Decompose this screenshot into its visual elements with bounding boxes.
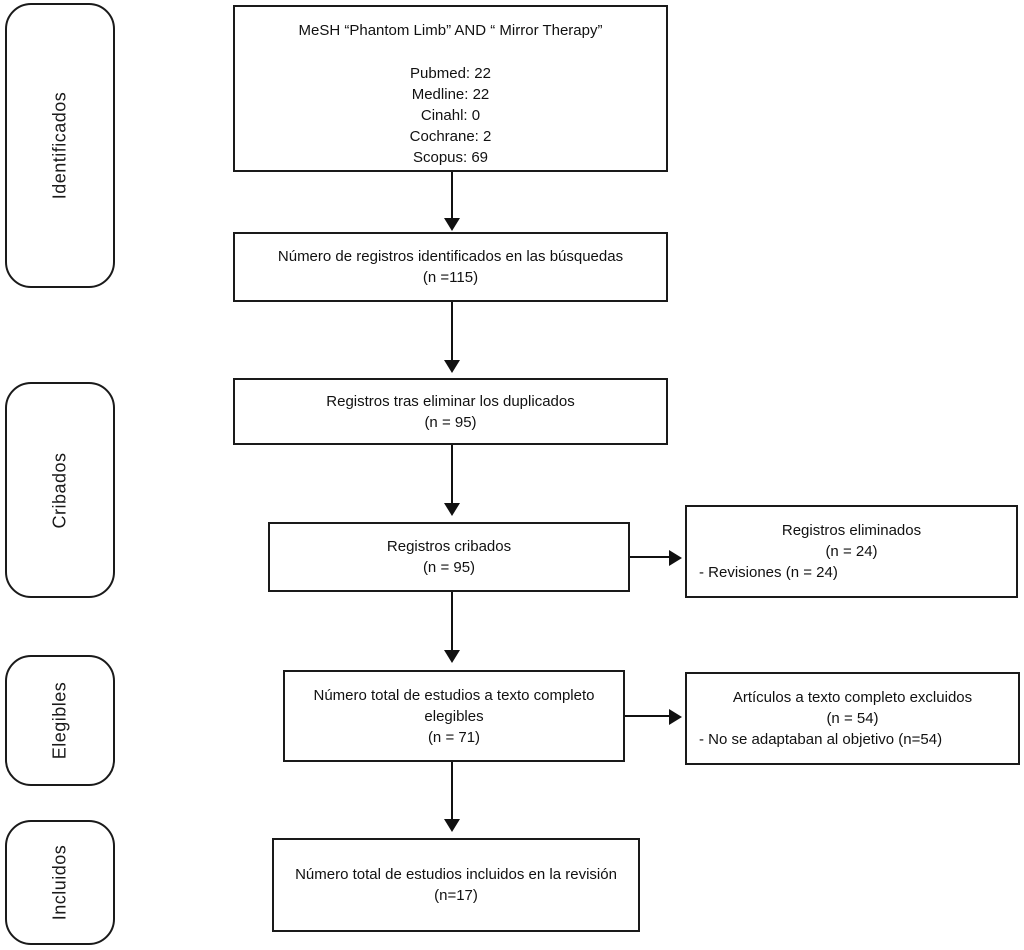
arrow-screened-to-excluded-line [630, 556, 669, 558]
source-pubmed: Pubmed: 22 [410, 65, 491, 82]
arrow-screened-to-excluded-head [669, 550, 682, 566]
arrow-search-to-identified-head [444, 218, 460, 231]
stage-cribados: Cribados [5, 382, 115, 598]
records-after-duplicates-box: Registros tras eliminar los duplicados (… [233, 378, 668, 445]
source-cochrane: Cochrane: 2 [409, 128, 492, 145]
fulltext-excluded-box: Artículos a texto completo excluidos (n … [685, 672, 1020, 765]
arrow-eligible-to-excluded-line [625, 715, 669, 717]
fulltext-excluded-reason: - No se adaptaban al objetivo (n=54) [699, 731, 943, 748]
fulltext-eligible-box: Número total de estudios a texto complet… [283, 670, 625, 762]
stage-elegibles: Elegibles [5, 655, 115, 786]
stage-identificados-label: Identificados [49, 91, 70, 200]
stage-elegibles-label: Elegibles [49, 681, 70, 760]
fulltext-excluded-text: Artículos a texto completo excluidos [732, 689, 973, 706]
records-identified-box: Número de registros identificados en las… [233, 232, 668, 302]
search-query-box: MeSH “Phantom Limb” AND “ Mirror Therapy… [233, 5, 668, 172]
arrow-deduplicated-to-screened-head [444, 503, 460, 516]
records-after-duplicates-text: Registros tras eliminar los duplicados [326, 392, 575, 410]
search-query-title: MeSH “Phantom Limb” AND “ Mirror Therapy… [298, 22, 603, 39]
source-medline: Medline: 22 [411, 86, 490, 103]
records-excluded-box: Registros eliminados (n = 24) - Revision… [685, 505, 1018, 598]
arrow-eligible-to-included-head [444, 819, 460, 832]
source-cinahl: Cinahl: 0 [420, 107, 481, 124]
stage-identificados: Identificados [5, 3, 115, 288]
records-excluded-text: Registros eliminados [781, 522, 922, 539]
studies-included-count: (n=17) [434, 887, 478, 904]
fulltext-eligible-text: Número total de estudios a texto complet… [313, 686, 595, 725]
records-screened-text: Registros cribados [386, 538, 512, 555]
arrow-screened-to-eligible-line [451, 592, 453, 650]
records-after-duplicates-count: (n = 95) [424, 413, 477, 431]
fulltext-excluded-count: (n = 54) [826, 710, 879, 727]
stage-incluidos-label: Incluidos [49, 844, 70, 921]
records-excluded-count: (n = 24) [825, 543, 878, 560]
arrow-eligible-to-included-line [451, 762, 453, 819]
fulltext-eligible-count: (n = 71) [427, 728, 481, 746]
studies-included-text: Número total de estudios incluidos en la… [295, 866, 617, 883]
studies-included-box: Número total de estudios incluidos en la… [272, 838, 640, 932]
arrow-eligible-to-excluded-head [669, 709, 682, 725]
records-identified-text: Número de registros identificados en las… [277, 248, 624, 265]
records-screened-box: Registros cribados (n = 95) [268, 522, 630, 592]
stage-cribados-label: Cribados [49, 451, 70, 529]
stage-incluidos: Incluidos [5, 820, 115, 945]
source-scopus: Scopus: 69 [412, 149, 489, 166]
records-identified-count: (n =115) [422, 269, 479, 286]
arrow-identified-to-deduplicated-head [444, 360, 460, 373]
arrow-screened-to-eligible-head [444, 650, 460, 663]
arrow-identified-to-deduplicated-line [451, 302, 453, 360]
records-excluded-reason: - Revisiones (n = 24) [699, 564, 838, 581]
arrow-deduplicated-to-screened-line [451, 445, 453, 503]
arrow-search-to-identified-line [451, 172, 453, 218]
records-screened-count: (n = 95) [422, 559, 476, 576]
